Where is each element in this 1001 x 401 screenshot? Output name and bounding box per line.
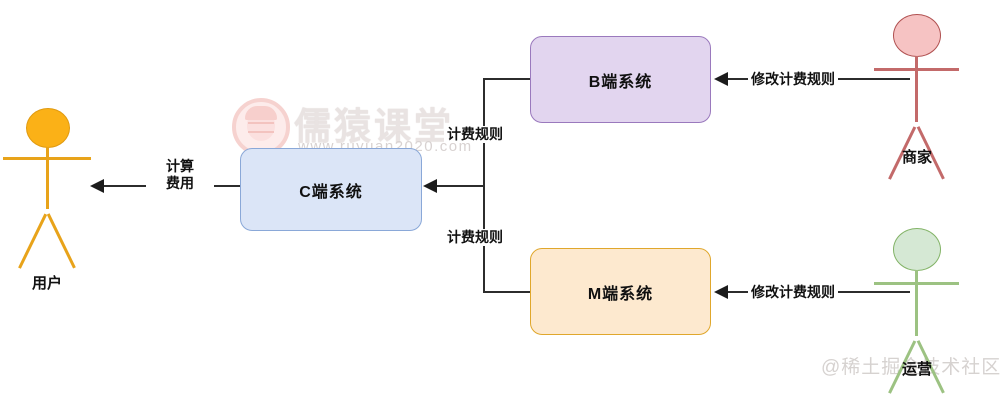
actor-operations[interactable]: 运营	[865, 228, 975, 401]
actor-user[interactable]: 用户	[0, 100, 110, 292]
actor-user-body	[46, 147, 49, 209]
actor-user-arms	[3, 157, 91, 160]
actor-merchant-arms	[874, 68, 959, 71]
node-b-system[interactable]: B端系统	[530, 36, 711, 123]
actor-merchant-head-icon	[893, 14, 941, 57]
edge-label-modify-rule-operations: 修改计费规则	[748, 284, 838, 301]
actor-user-leg-right	[46, 213, 76, 269]
edge-label-billing-rule-b: 计费规则	[444, 126, 506, 143]
edge-line-trunk-to-c	[437, 185, 484, 187]
edge-line-billing-rule-m	[483, 291, 531, 293]
actor-user-head-icon	[26, 108, 70, 148]
actor-operations-body	[915, 270, 918, 336]
edge-label-billing-rule-m: 计费规则	[444, 229, 506, 246]
actor-merchant-label: 商家	[901, 149, 932, 166]
actor-user-label: 用户	[31, 275, 62, 292]
actor-operations-head-icon	[893, 228, 941, 271]
arrowhead-modify-rule-operations	[714, 285, 728, 299]
watermark-title: 儒猿课堂	[294, 106, 454, 147]
arrowhead-trunk-to-c	[423, 179, 437, 193]
logo-hair-shape	[245, 106, 277, 120]
actor-merchant-body	[915, 56, 918, 122]
logo-face-shape	[247, 111, 275, 141]
arrowhead-modify-rule-merchant	[714, 72, 728, 86]
node-c-system[interactable]: C端系统	[240, 148, 422, 231]
node-m-system[interactable]: M端系统	[530, 248, 711, 335]
edge-label-calc-fee-line1: 计算	[166, 158, 194, 174]
logo-glasses-shape	[248, 122, 274, 133]
arrowhead-calc-fee	[90, 179, 104, 193]
edge-label-calc-fee: 计算 费用	[146, 158, 214, 192]
actor-user-leg-left	[18, 213, 47, 269]
actor-operations-arms	[874, 282, 959, 285]
edge-trunk-vertical	[483, 79, 485, 292]
edge-label-calc-fee-line2: 费用	[166, 175, 194, 191]
edge-label-modify-rule-merchant: 修改计费规则	[748, 71, 838, 88]
actor-operations-label: 运营	[901, 361, 932, 378]
edge-line-billing-rule-b	[483, 78, 531, 80]
actor-merchant[interactable]: 商家	[865, 14, 975, 194]
